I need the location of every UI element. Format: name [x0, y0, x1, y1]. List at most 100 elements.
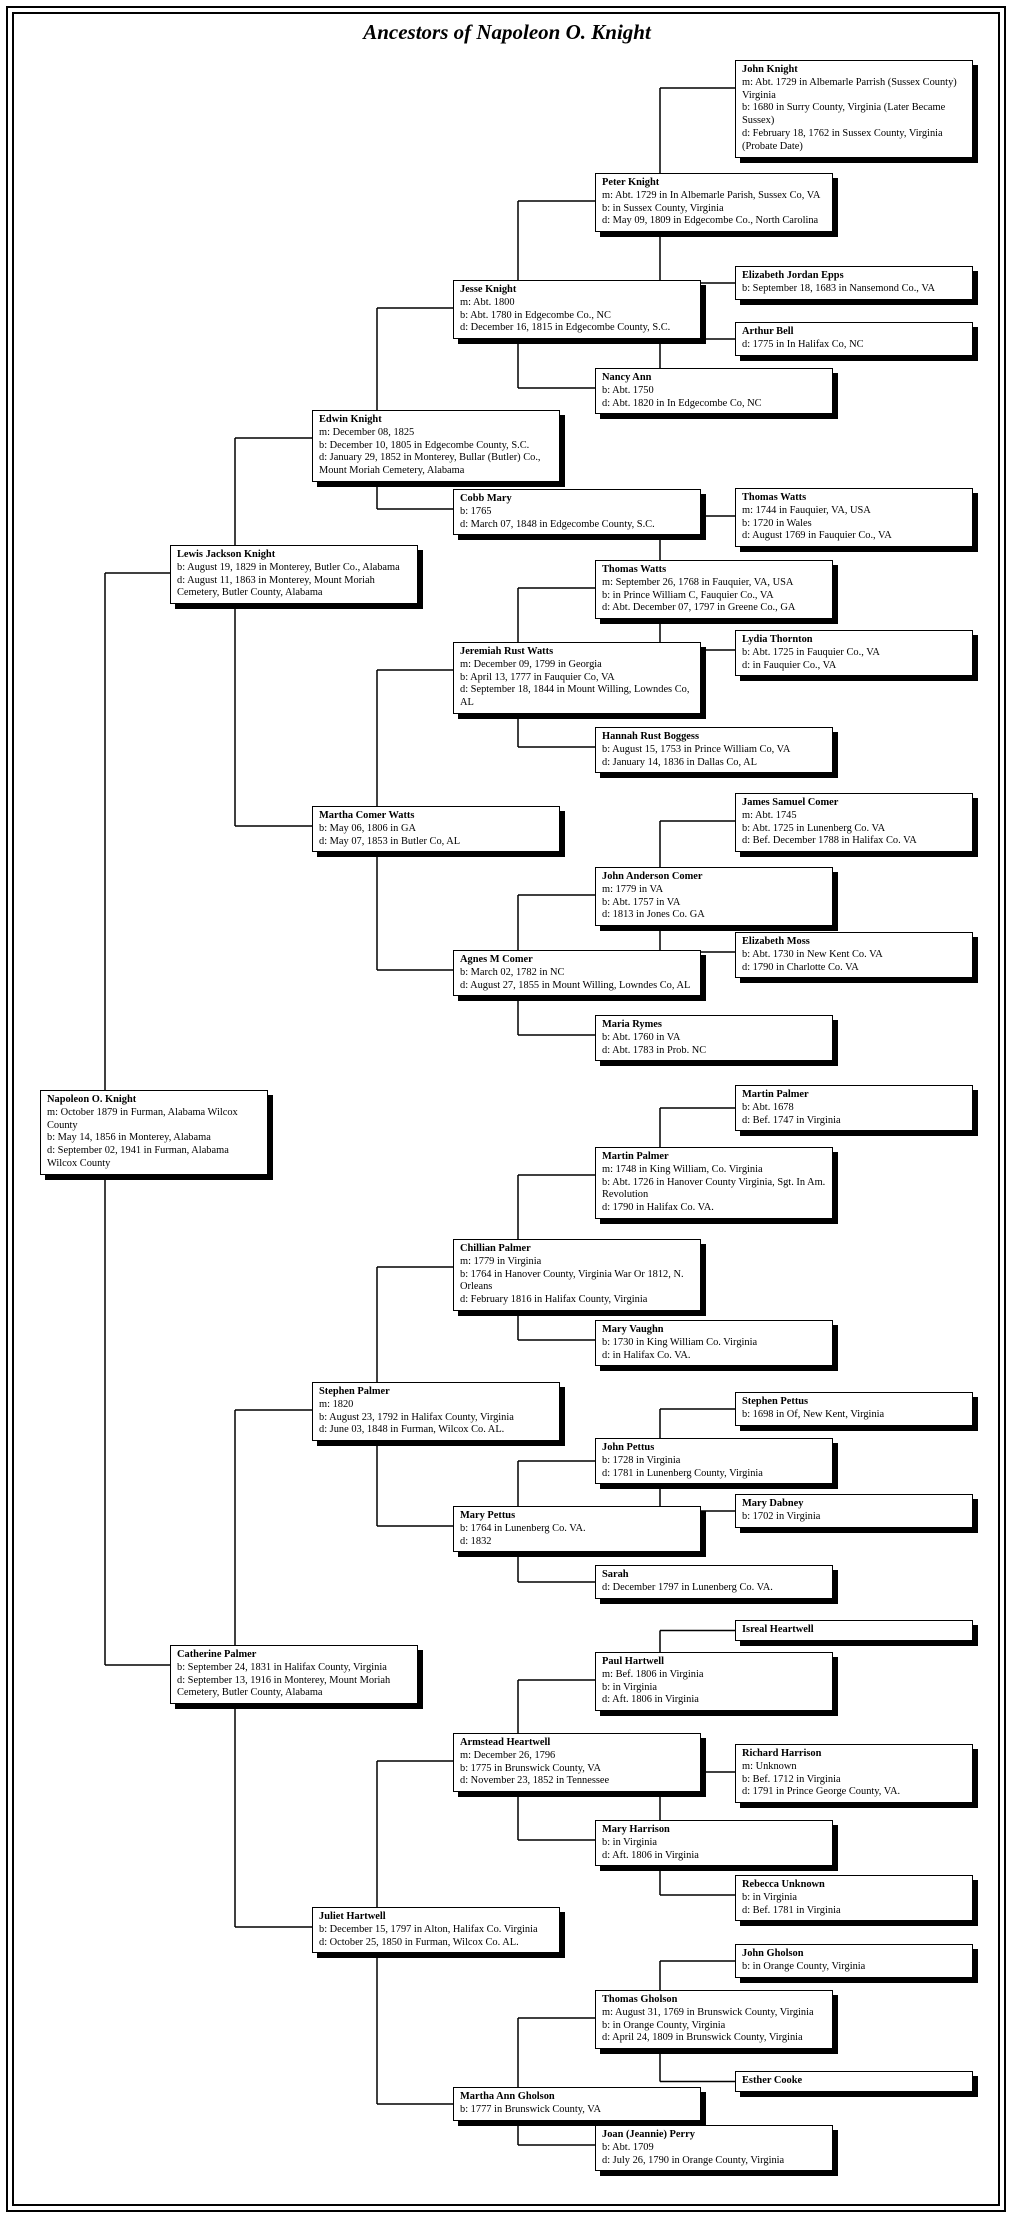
person-detail: b: August 19, 1829 in Monterey, Butler C…: [177, 561, 400, 573]
person-detail: m: 1820: [319, 1398, 354, 1410]
person-detail: b: in Orange County, Virginia: [742, 1960, 866, 1972]
person-detail: d: 1790 in Halifax Co. VA.: [602, 1202, 714, 1214]
person-detail: b: Abt. 1760 in VA: [602, 1031, 681, 1043]
person-name: Paul Hartwell: [602, 1656, 665, 1667]
person-name: Edwin Knight: [319, 414, 382, 425]
person-detail: m: Abt. 1800: [460, 296, 515, 308]
person-name: Stephen Pettus: [742, 1396, 809, 1407]
person-detail: b: Abt. 1678: [742, 1101, 794, 1113]
person-detail: d: Bef. 1747 in Virginia: [742, 1114, 841, 1126]
person-name: Rebecca Unknown: [742, 1879, 825, 1890]
person-detail: b: 1698 in Of, New Kent, Virginia: [742, 1408, 885, 1420]
person-name: John Knight: [742, 64, 798, 75]
person-name: Thomas Gholson: [602, 1994, 678, 2005]
person-name: Richard Harrison: [742, 1748, 822, 1759]
person-detail: d: Abt. December 07, 1797 in Greene Co.,…: [602, 602, 796, 614]
person-name: Sarah: [602, 1569, 629, 1580]
person-name: Mary Dabney: [742, 1498, 804, 1509]
person-detail: d: Abt. 1820 in In Edgecombe Co, NC: [602, 397, 762, 409]
person-name: Napoleon O. Knight: [47, 1094, 137, 1105]
person-name: Esther Cooke: [742, 2075, 803, 2086]
person-detail: b: Abt. 1709: [602, 2141, 654, 2153]
person-detail: b: Bef. 1712 in Virginia: [742, 1773, 841, 1785]
person-name: Elizabeth Jordan Epps: [742, 270, 844, 281]
person-detail: d: Abt. 1783 in Prob. NC: [602, 1044, 707, 1056]
person-detail: d: May 07, 1853 in Butler Co, AL: [319, 835, 461, 847]
person-detail: b: 1702 in Virginia: [742, 1510, 821, 1522]
person-detail: m: 1748 in King William, Co. Virginia: [602, 1163, 763, 1175]
person-detail: d: May 09, 1809 in Edgecombe Co., North …: [602, 215, 819, 227]
person-name: John Gholson: [742, 1948, 804, 1959]
person-detail: d: February 1816 in Halifax County, Virg…: [460, 1294, 648, 1306]
person-detail: d: Bef. 1781 in Virginia: [742, 1904, 841, 1916]
person-detail: m: December 09, 1799 in Georgia: [460, 658, 602, 670]
person-detail: b: 1777 in Brunswick County, VA: [460, 2103, 601, 2115]
person-detail: d: in Fauquier Co., VA: [742, 659, 837, 671]
outer-frame: [6, 6, 1006, 2212]
person-name: Isreal Heartwell: [742, 1624, 814, 1635]
person-detail: d: September 02, 1941 in Furman, Alabama…: [47, 1145, 229, 1169]
person-detail: d: 1832: [460, 1535, 492, 1547]
person-detail: b: in Orange County, Virginia: [602, 2019, 726, 2031]
person-detail: b: Abt. 1750: [602, 384, 654, 396]
person-detail: b: in Virginia: [602, 1836, 657, 1848]
person-detail: d: Bef. December 1788 in Halifax Co. VA: [742, 835, 917, 847]
person-name: John Pettus: [602, 1442, 655, 1453]
person-detail: b: in Virginia: [602, 1681, 657, 1693]
person-detail: b: Abt. 1726 in Hanover County Virginia,…: [602, 1176, 826, 1201]
person-detail: b: 1728 in Virginia: [602, 1454, 681, 1466]
person-detail: d: August 11, 1863 in Monterey, Mount Mo…: [177, 574, 375, 599]
person-detail: b: April 13, 1777 in Fauquier Co, VA: [460, 671, 615, 683]
person-detail: m: December 26, 1796: [460, 1749, 556, 1761]
person-detail: b: May 14, 1856 in Monterey, Alabama: [47, 1132, 211, 1144]
person-name: Catherine Palmer: [177, 1649, 257, 1660]
person-detail: m: Bef. 1806 in Virginia: [602, 1668, 704, 1680]
person-detail: m: 1779 in VA: [602, 883, 664, 895]
person-detail: b: September 24, 1831 in Halifax County,…: [177, 1661, 387, 1673]
person-detail: m: August 31, 1769 in Brunswick County, …: [602, 2006, 814, 2018]
person-name: Arthur Bell: [742, 326, 794, 337]
person-name: Thomas Watts: [742, 492, 807, 503]
person-name: Armstead Heartwell: [460, 1737, 551, 1748]
person-box-isreal: Isreal Heartwell: [735, 1620, 973, 1641]
person-detail: b: 1720 in Wales: [742, 517, 812, 529]
person-detail: b: 1730 in King William Co. Virginia: [602, 1336, 758, 1348]
person-detail: m: 1744 in Fauquier, VA, USA: [742, 504, 871, 516]
person-detail: d: August 1769 in Fauquier Co., VA: [742, 530, 892, 542]
person-detail: d: 1775 in In Halifax Co, NC: [742, 338, 864, 350]
person-detail: b: 1765: [460, 505, 492, 517]
person-detail: b: March 02, 1782 in NC: [460, 966, 565, 978]
person-detail: d: in Halifax Co. VA.: [602, 1349, 691, 1361]
person-detail: b: in Prince William C, Fauquier Co., VA: [602, 589, 774, 601]
person-detail: b: Abt. 1725 in Lunenberg Co. VA: [742, 822, 886, 834]
person-box-esther: Esther Cooke: [735, 2071, 973, 2092]
person-name: Maria Rymes: [602, 1019, 662, 1030]
person-name: Martha Ann Gholson: [460, 2091, 555, 2102]
person-detail: b: December 10, 1805 in Edgecombe County…: [319, 439, 530, 451]
person-detail: d: November 23, 1852 in Tennessee: [460, 1775, 610, 1787]
